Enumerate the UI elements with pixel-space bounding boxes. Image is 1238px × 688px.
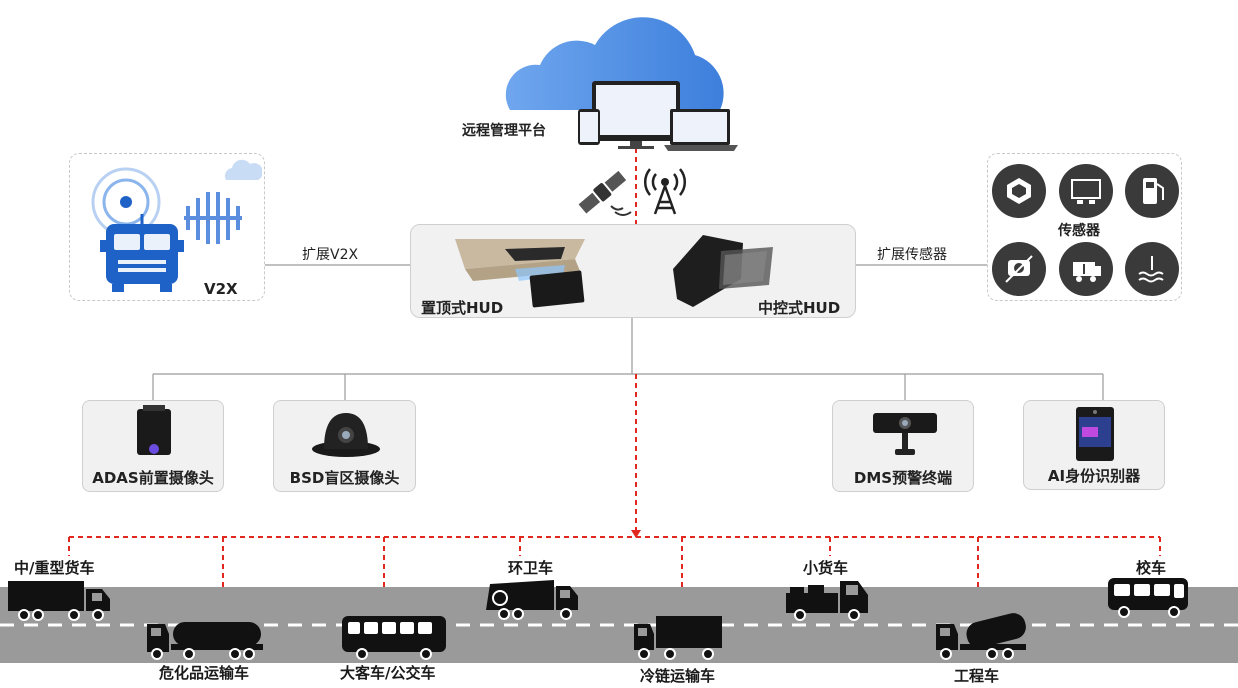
- cloud-icon: [505, 17, 738, 151]
- vehicle-label: 大客车/公交车: [340, 664, 436, 682]
- device-label: DMS预警终端: [853, 469, 953, 487]
- vehicle-label: 工程车: [954, 667, 1000, 685]
- monitor-sensor-icon: [1059, 164, 1113, 218]
- center-hud-device: [673, 235, 773, 307]
- antenna-icon: [184, 192, 242, 244]
- radar-sensor-icon: [992, 164, 1046, 218]
- temperature-sensor-icon: [1059, 242, 1113, 296]
- sensors-label: 传感器: [1058, 223, 1100, 239]
- device-adas-camera: ADAS前置摄像头: [82, 400, 224, 492]
- vehicle-label: 环卫车: [508, 559, 554, 577]
- camera-sensor-icon: [992, 242, 1046, 296]
- device-label: AI身份识别器: [1047, 467, 1141, 485]
- bus-vehicle-icon: [342, 616, 446, 660]
- vehicle-label: 校车: [1136, 559, 1167, 577]
- device-bsd-camera: BSD盲区摄像头: [273, 400, 416, 492]
- small-truck-icon: [786, 581, 868, 621]
- platform-label: 远程管理平台: [462, 123, 546, 139]
- device-ai-identity: AI身份识别器: [1023, 400, 1165, 490]
- school-bus-icon: [1108, 578, 1188, 618]
- hazmat-truck-icon: [147, 622, 263, 660]
- signal-tower-icon: [643, 168, 687, 215]
- sensors-link-label: 扩展传感器: [877, 247, 947, 263]
- device-label: ADAS前置摄像头: [92, 469, 214, 487]
- device-dms-terminal: DMS预警终端: [832, 400, 974, 492]
- bus-icon: [100, 214, 184, 292]
- v2x-panel: V2X: [69, 153, 265, 301]
- vehicle-label: 中/重型货车: [14, 559, 95, 577]
- vehicle-label: 小货车: [803, 559, 849, 577]
- center-hud-label: 中控式HUD: [758, 299, 841, 317]
- bsd-camera-icon: [312, 413, 380, 457]
- cold-chain-truck-icon: [634, 616, 722, 660]
- vehicle-label: 冷链运输车: [640, 667, 716, 685]
- mixer-truck-icon: [936, 613, 1026, 660]
- v2x-label: V2X: [204, 280, 238, 298]
- cloud-platform: [500, 5, 740, 155]
- satellite-icon: [578, 170, 632, 216]
- small-cloud-icon: [224, 159, 262, 180]
- fuel-sensor-icon: [1125, 164, 1179, 218]
- v2x-link-label: 扩展V2X: [302, 247, 359, 263]
- device-label: BSD盲区摄像头: [289, 469, 400, 487]
- top-hud-device: [455, 239, 585, 308]
- ai-identity-icon: [1076, 407, 1114, 461]
- sensors-panel: 传感器: [987, 153, 1182, 301]
- water-level-sensor-icon: [1125, 242, 1179, 296]
- adas-camera-icon: [137, 405, 171, 455]
- heavy-truck-icon: [8, 581, 110, 621]
- sanitation-truck-icon: [486, 580, 578, 620]
- dms-terminal-icon: [873, 413, 937, 455]
- top-hud-label: 置顶式HUD: [421, 299, 504, 317]
- vehicle-label: 危化品运输车: [159, 664, 250, 682]
- hud-panel: 置顶式HUD 中控式HUD: [410, 224, 856, 318]
